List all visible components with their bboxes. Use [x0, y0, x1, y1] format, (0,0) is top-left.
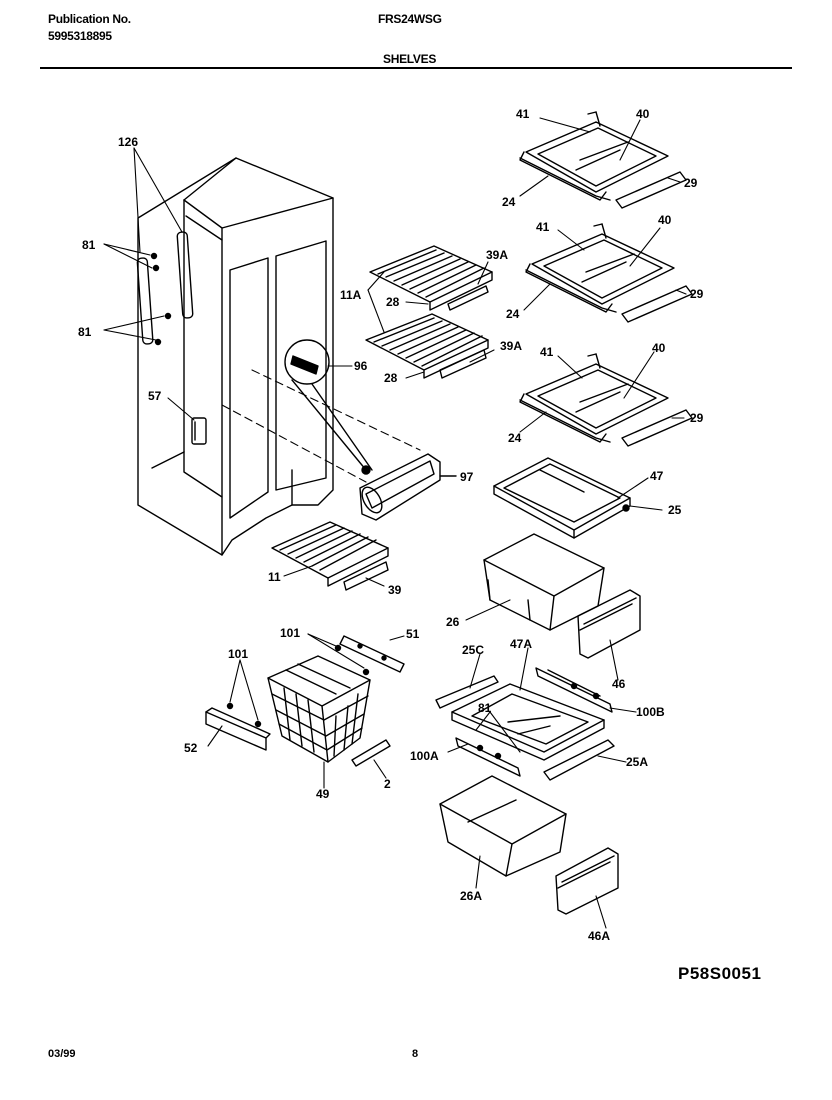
callout-24: 24	[508, 431, 522, 445]
callout-29: 29	[690, 411, 704, 425]
callout-41: 41	[536, 220, 550, 234]
callout-40: 40	[652, 341, 666, 355]
leader-lines-center	[283, 261, 495, 587]
callout-52: 52	[184, 741, 198, 755]
callout-46: 46	[612, 677, 626, 691]
callout-26: 26	[446, 615, 460, 629]
crisper-cover-47	[493, 457, 631, 539]
rail-100a	[455, 737, 521, 777]
rail-25a	[543, 739, 615, 781]
callout-29: 29	[684, 176, 698, 190]
rail-100b	[535, 667, 613, 713]
dashed-guide-lines	[221, 369, 421, 483]
callout-28: 28	[386, 295, 400, 309]
leader-lines-crisper	[465, 477, 663, 681]
crisper-front-46a	[555, 847, 619, 915]
callout-101: 101	[280, 626, 300, 640]
callout-11: 11	[268, 570, 281, 584]
callout-47a: 47A	[510, 637, 532, 651]
crisper-cover-47a	[451, 683, 605, 761]
leader-lines	[103, 147, 353, 421]
callout-46a: 46A	[588, 929, 610, 943]
leader-lines-bottom	[475, 855, 607, 929]
callout-25a: 25A	[626, 755, 648, 769]
callout-2: 2	[384, 777, 391, 791]
footer-date: 03/99	[48, 1048, 76, 1060]
callout-100b: 100B	[636, 705, 665, 719]
callout-51: 51	[406, 627, 420, 641]
crisper-front-46	[577, 589, 641, 659]
callout-47: 47	[650, 469, 664, 483]
wire-basket-49	[267, 655, 371, 763]
callout-40: 40	[658, 213, 672, 227]
callout-29: 29	[690, 287, 704, 301]
footer-page-number: 8	[412, 1048, 419, 1060]
callout-39a: 39A	[486, 248, 508, 262]
leader-lines-lower	[447, 647, 637, 763]
callout-101: 101	[228, 647, 248, 661]
callout-24: 24	[506, 307, 520, 321]
leader-lines-right	[519, 117, 687, 433]
glass-shelf-1	[519, 111, 687, 209]
leader-lines-basket	[207, 633, 405, 789]
callout-39a: 39A	[500, 339, 522, 353]
part-96-detail	[284, 339, 373, 471]
callout-26a: 26A	[460, 889, 482, 903]
publication-number: 5995318895	[48, 29, 112, 43]
callout-25: 25	[668, 503, 682, 517]
callout-81: 81	[478, 701, 492, 715]
part-57-bracket	[191, 417, 207, 445]
wire-shelf-upper	[369, 245, 493, 311]
section-title: SHELVES	[383, 52, 437, 66]
callout-126: 126	[118, 135, 138, 149]
crisper-pan-26	[483, 533, 605, 631]
callout-41: 41	[540, 345, 554, 359]
callout-49: 49	[316, 787, 330, 801]
refrigerator-cabinet	[137, 157, 334, 556]
callout-40: 40	[636, 107, 650, 121]
callout-81: 81	[82, 238, 96, 252]
callout-41: 41	[516, 107, 530, 121]
callout-labels: 126 81 81 57 96 97 11A 28 28 39A 39A 11 …	[78, 107, 704, 943]
crisper-pan-26a	[439, 775, 567, 877]
header-rule	[40, 67, 792, 69]
screws-101	[226, 644, 370, 728]
part-97-cover	[359, 453, 457, 521]
diagram-code: P58S0051	[678, 964, 762, 983]
callout-100a: 100A	[410, 749, 439, 763]
rail-51	[339, 635, 405, 673]
callout-96: 96	[354, 359, 368, 373]
callout-97: 97	[460, 470, 474, 484]
callout-39: 39	[388, 583, 402, 597]
bracket-52	[205, 707, 271, 751]
model-number: FRS24WSG	[378, 12, 442, 26]
rail-25c	[435, 675, 499, 709]
callout-11a: 11A	[340, 288, 362, 302]
callout-24: 24	[502, 195, 516, 209]
callout-28: 28	[384, 371, 398, 385]
glass-shelf-2	[525, 223, 693, 323]
wire-shelf-lower	[365, 313, 489, 379]
callout-25c: 25C	[462, 643, 484, 657]
publication-label: Publication No.	[48, 12, 131, 26]
callout-81: 81	[78, 325, 92, 339]
wire-shelf-bottom	[271, 521, 389, 591]
part-2	[351, 739, 391, 767]
glass-shelf-3	[519, 353, 693, 447]
callout-57: 57	[148, 389, 162, 403]
